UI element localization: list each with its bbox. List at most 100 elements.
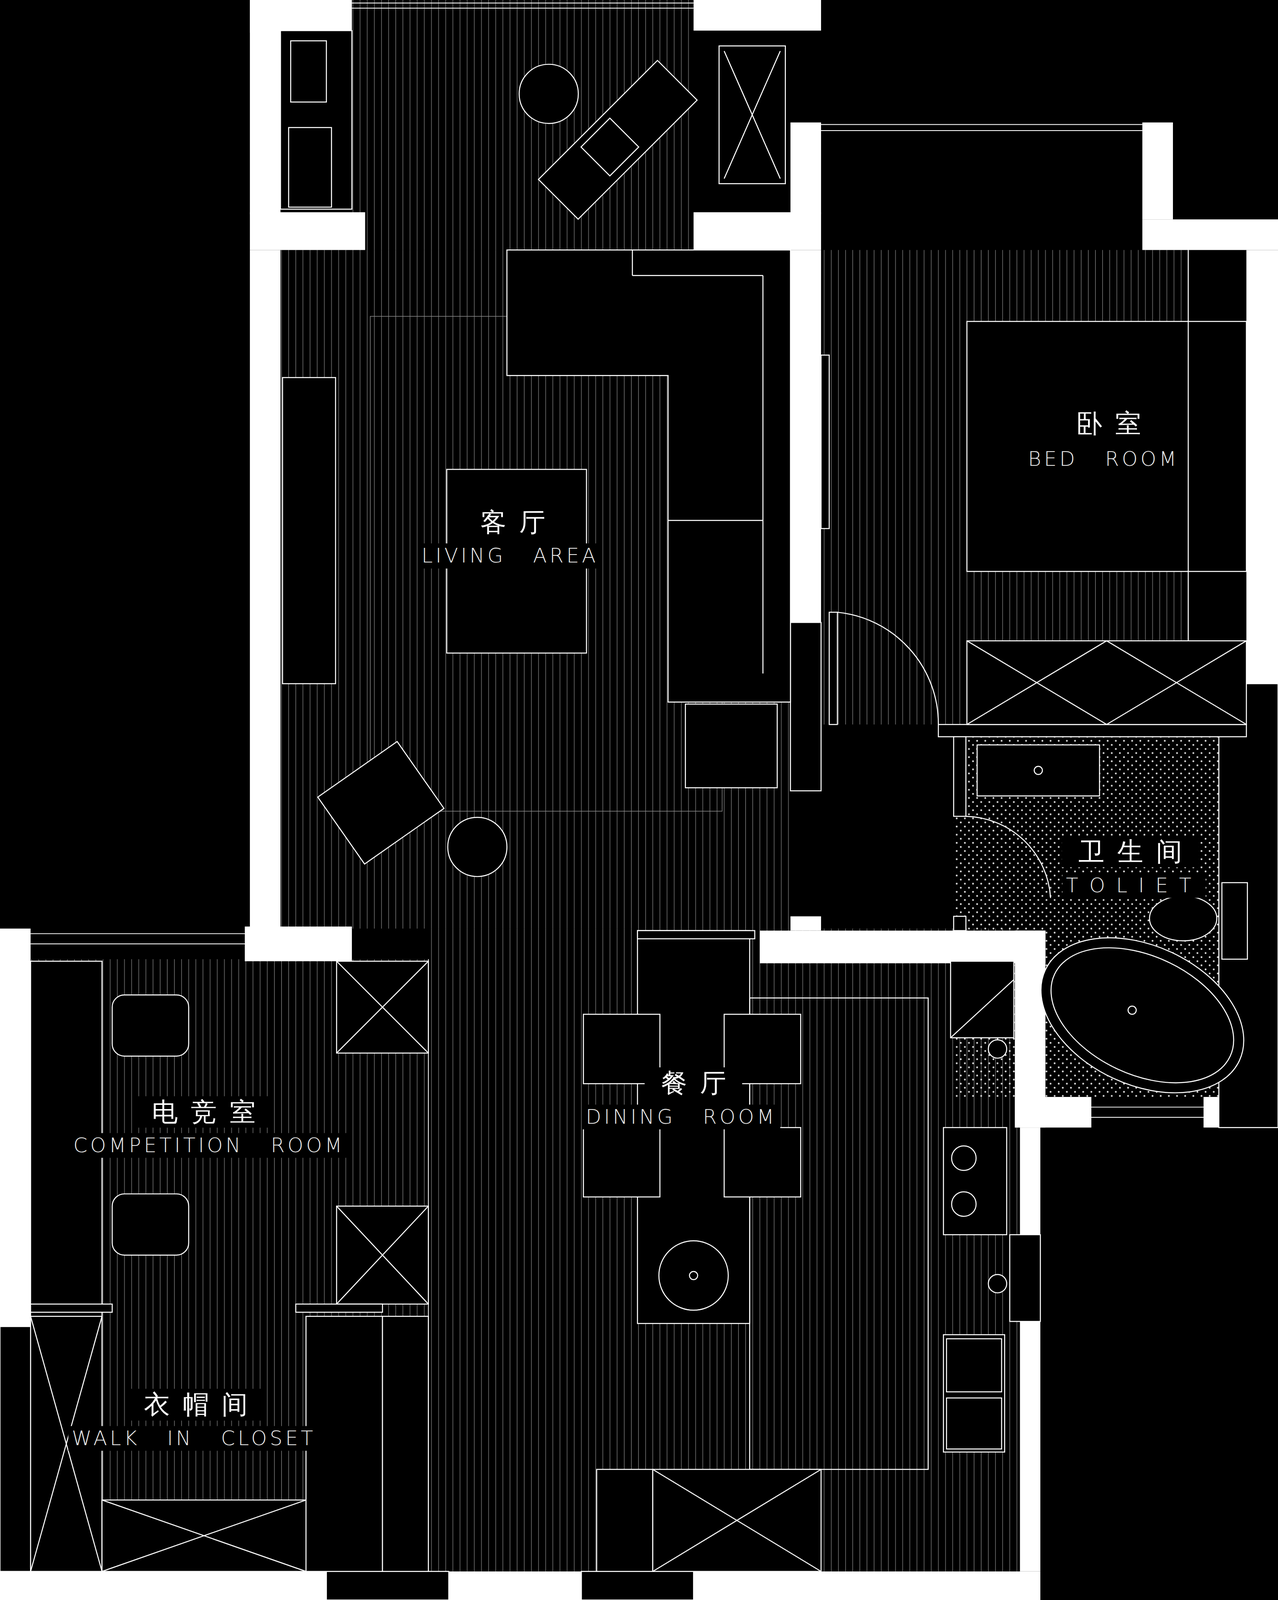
furniture <box>102 1499 306 1572</box>
furniture <box>988 1274 1007 1293</box>
furniture <box>596 1469 653 1572</box>
furniture <box>950 961 1014 1038</box>
wall-outline <box>790 622 822 791</box>
floor-boards <box>30 959 429 1572</box>
furniture <box>336 961 429 1053</box>
wall-outline <box>0 1326 31 1572</box>
furniture <box>637 930 755 940</box>
furniture <box>1221 882 1248 960</box>
furniture <box>519 64 579 124</box>
wall-outline <box>326 1571 449 1600</box>
furniture <box>1034 766 1042 775</box>
room-name-en: WALK IN CLOSET <box>68 1425 319 1451</box>
furniture <box>1106 640 1247 725</box>
wall <box>1246 249 1278 684</box>
furniture <box>336 961 429 1053</box>
furniture <box>382 1316 429 1572</box>
furniture <box>632 274 763 276</box>
furniture <box>336 1206 429 1304</box>
wall-outline <box>1009 1234 1041 1322</box>
wall <box>790 122 822 215</box>
furniture <box>288 127 332 208</box>
furniture <box>685 703 778 788</box>
wall <box>1014 1096 1092 1128</box>
furniture <box>946 1397 1002 1449</box>
furniture <box>102 1499 306 1572</box>
furniture <box>1187 249 1189 641</box>
furniture <box>112 994 189 1056</box>
window <box>821 123 1143 125</box>
furniture <box>943 1127 1007 1235</box>
room-name-en: COMPETITION ROOM <box>69 1133 349 1158</box>
furniture <box>965 816 1051 899</box>
room-name: 餐厅 <box>644 1067 743 1099</box>
room-name: 电竞室 <box>135 1095 273 1128</box>
furniture <box>659 1240 729 1311</box>
furniture <box>336 961 429 1053</box>
window <box>1091 1116 1204 1118</box>
wall <box>1142 219 1278 250</box>
wall-outline <box>581 1571 694 1600</box>
wall <box>249 212 365 250</box>
furniture <box>689 1271 698 1280</box>
floor-boards <box>428 928 1021 1572</box>
furniture <box>1128 1005 1137 1015</box>
wall <box>0 928 31 1327</box>
furniture <box>30 30 1269 1572</box>
furniture <box>583 1127 660 1197</box>
room-name-en: LIVING AREA <box>418 543 602 569</box>
furniture <box>762 275 764 674</box>
furniture <box>580 118 639 176</box>
wall-outline <box>0 622 1278 1600</box>
furniture <box>724 51 781 179</box>
furniture <box>718 46 786 184</box>
wall <box>1019 1127 1041 1572</box>
furniture <box>951 1145 976 1171</box>
wall <box>0 1571 1041 1600</box>
wall-outline <box>938 724 1247 737</box>
wall <box>244 926 352 962</box>
furniture <box>1149 895 1217 941</box>
room-name-en: DINING ROOM <box>582 1104 781 1130</box>
furniture <box>837 612 939 725</box>
window <box>1091 1106 1204 1108</box>
wall <box>249 0 352 33</box>
room-name: 衣帽间 <box>127 1388 265 1421</box>
furniture <box>821 354 829 529</box>
furniture <box>967 640 1107 725</box>
room-name-en: TOLIET <box>1062 872 1206 898</box>
floor-boards <box>30 0 1189 1572</box>
furniture <box>336 1206 429 1304</box>
wall <box>1142 122 1173 220</box>
wall <box>759 930 1046 964</box>
furniture <box>538 60 698 219</box>
furniture <box>282 377 336 684</box>
furniture <box>950 979 1014 1038</box>
room-name-en: BED ROOM <box>1024 446 1183 472</box>
room-name: 卫生间 <box>1062 836 1199 868</box>
wall <box>693 212 822 250</box>
furniture <box>977 744 1100 796</box>
window <box>351 7 694 9</box>
window <box>30 943 245 945</box>
window <box>30 933 245 935</box>
furniture <box>30 1303 113 1313</box>
furniture <box>652 1469 822 1572</box>
floor-boards <box>280 249 791 929</box>
furniture <box>447 817 507 877</box>
furniture <box>967 640 1247 725</box>
furniture <box>112 1193 189 1255</box>
window <box>30 2 1204 1571</box>
furniture <box>1029 920 1255 1110</box>
wall <box>249 249 281 929</box>
window <box>351 2 694 4</box>
furniture <box>652 1469 822 1572</box>
furniture <box>967 321 1247 572</box>
furniture <box>829 612 838 725</box>
room-name: 卧室 <box>1059 407 1158 439</box>
furniture <box>280 30 352 210</box>
